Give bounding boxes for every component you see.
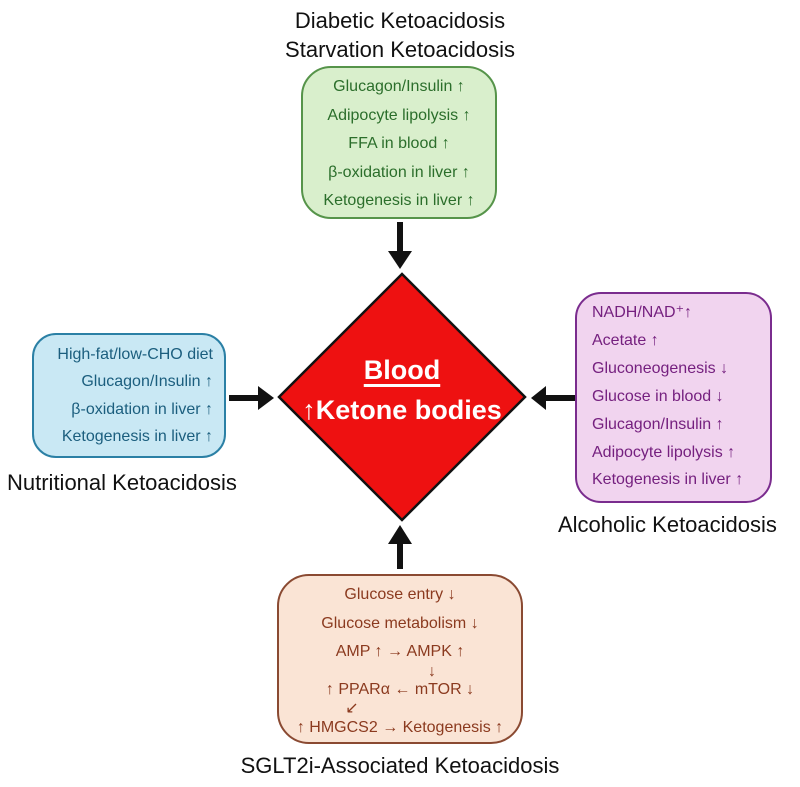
- alcoholic-ketoacidosis-label: Alcoholic Ketoacidosis: [558, 512, 777, 537]
- diamond-polygon: [277, 272, 527, 522]
- box-line: Glucose metabolism ↓: [321, 615, 479, 632]
- title-line-starvation: Starvation Ketoacidosis: [285, 37, 515, 62]
- down-arrow-glyph: ↓: [428, 663, 436, 680]
- diabetic-ketoacidosis-box: Glucagon/Insulin ↑ Adipocyte lipolysis ↑…: [301, 66, 497, 219]
- box-line: Ketogenesis in liver ↑: [323, 192, 475, 209]
- box-line: Ketogenesis in liver ↑: [61, 427, 213, 445]
- box-line: NADH/NAD⁺↑: [592, 304, 693, 321]
- box-line: AMP ↑ → AMPK ↑: [335, 643, 465, 660]
- box-line: Ketogenesis in liver ↑: [592, 471, 744, 489]
- box-line: Adipocyte lipolysis ↑: [592, 443, 736, 461]
- diamond-shape: [277, 272, 527, 522]
- arrow-right-icon: [229, 386, 274, 410]
- down-left-arrow-glyph: ↙: [345, 700, 359, 717]
- box-line: FFA in blood ↑: [348, 135, 450, 152]
- blood-ketone-diamond: Blood ↑Ketone bodies: [277, 272, 527, 522]
- box-line: Gluconeogenesis ↓: [592, 359, 729, 377]
- box-line: β-oxidation in liver ↑: [328, 163, 470, 181]
- nutritional-ketoacidosis-box: High-fat/low-CHO diet Glucagon/Insulin ↑…: [32, 333, 226, 458]
- box-line: Glucagon/Insulin ↑: [592, 415, 724, 433]
- arrow-up-icon: [388, 525, 412, 569]
- diamond-line-blood: Blood: [363, 354, 441, 385]
- box-line: Adipocyte lipolysis ↑: [327, 106, 471, 124]
- alcoholic-ketoacidosis-box: NADH/NAD⁺↑ Acetate ↑ Gluconeogenesis ↓ G…: [575, 292, 772, 503]
- box-line: Glucose in blood ↓: [592, 387, 724, 405]
- sglt2i-ketoacidosis-label: SGLT2i-Associated Ketoacidosis: [240, 753, 560, 778]
- box-line: Glucagon/Insulin ↑: [81, 373, 213, 391]
- box-line: β-oxidation in liver ↑: [71, 400, 213, 418]
- arrow-down-icon: [388, 222, 412, 269]
- title-line-diabetic: Diabetic Ketoacidosis: [294, 8, 506, 33]
- diamond-text: Blood ↑Ketone bodies: [277, 272, 527, 522]
- diagram-title: Diabetic Ketoacidosis Starvation Ketoaci…: [0, 6, 800, 64]
- diamond-line-ketone-bodies: ↑Ketone bodies: [302, 394, 502, 425]
- sglt2i-ketoacidosis-box: Glucose entry ↓ Glucose metabolism ↓ AMP…: [277, 574, 523, 744]
- arrow-left-icon: [531, 386, 575, 410]
- nutritional-ketoacidosis-label: Nutritional Ketoacidosis: [7, 470, 237, 495]
- box-line: ↑ HMGCS2 → Ketogenesis ↑: [296, 719, 504, 736]
- box-line: ↑ PPARα ← mTOR ↓: [325, 681, 475, 698]
- box-line: Glucagon/Insulin ↑: [333, 78, 465, 95]
- box-line: Acetate ↑: [592, 331, 659, 349]
- box-line: Glucose entry ↓: [344, 586, 456, 603]
- box-line: High-fat/low-CHO diet: [57, 346, 213, 363]
